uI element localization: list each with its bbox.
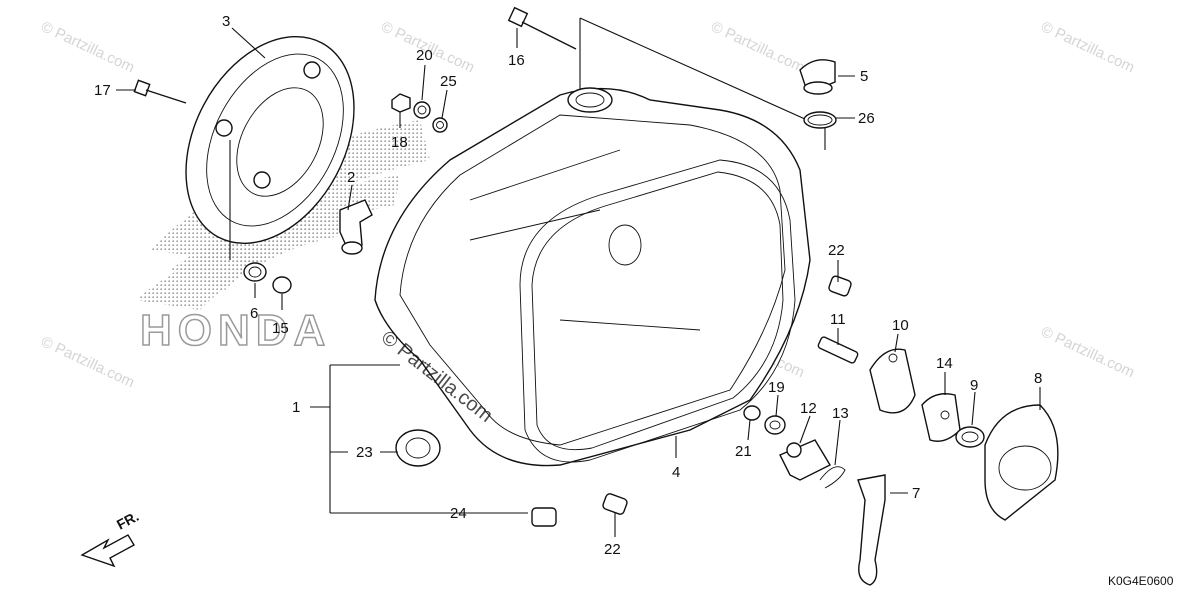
bolt-17 xyxy=(133,79,187,104)
callouts: 3 17 20 25 18 2 6 15 16 5 26 1 23 24 22 … xyxy=(94,13,1042,558)
front-direction-arrow: FR. xyxy=(80,508,141,568)
washer-19 xyxy=(764,415,786,435)
watermark: © Partzilla.com xyxy=(38,18,137,76)
nut-18-group xyxy=(391,93,448,133)
callout-2: 2 xyxy=(347,169,355,186)
plate-10 xyxy=(869,348,916,414)
callout-5: 5 xyxy=(860,68,868,85)
callout-22-upper: 22 xyxy=(828,242,845,259)
callout-17: 17 xyxy=(94,82,111,99)
callout-8: 8 xyxy=(1034,370,1042,387)
plate-14 xyxy=(921,393,961,442)
callout-3: 3 xyxy=(222,13,230,30)
dowel-6-15 xyxy=(243,262,292,294)
callout-6: 6 xyxy=(250,305,258,322)
crankcase-cover xyxy=(374,87,811,467)
cover-dish xyxy=(185,35,355,245)
oring-26 xyxy=(803,111,837,129)
callout-15: 15 xyxy=(272,320,289,337)
watermark: © Partzilla.com xyxy=(1038,323,1137,381)
gasket-4 xyxy=(519,159,796,463)
callout-26: 26 xyxy=(858,110,875,127)
washer-21 xyxy=(743,405,761,421)
leader-lines xyxy=(116,27,1041,537)
clip-13 xyxy=(819,466,846,489)
callout-14: 14 xyxy=(936,355,953,372)
arm-7 xyxy=(857,474,886,586)
callout-24: 24 xyxy=(450,505,467,522)
callout-11: 11 xyxy=(830,311,846,328)
diagram-code: K0G4E0600 xyxy=(1108,574,1174,588)
callout-25: 25 xyxy=(440,73,457,90)
bearing-23 xyxy=(395,429,441,467)
callout-10: 10 xyxy=(892,317,909,334)
watermark: © Partzilla.com xyxy=(38,333,137,391)
watermark: © Partzilla.com xyxy=(1038,18,1137,76)
callout-21: 21 xyxy=(735,443,752,460)
callout-1: 1 xyxy=(292,399,300,416)
cap-8 xyxy=(984,404,1059,521)
spring-9 xyxy=(955,426,985,448)
stud-11 xyxy=(817,336,859,364)
callout-20: 20 xyxy=(416,47,433,64)
callout-19: 19 xyxy=(768,379,785,396)
callout-9: 9 xyxy=(970,377,978,394)
front-label: FR. xyxy=(114,508,141,533)
dowel-pin-22-lower xyxy=(602,493,628,515)
callout-13: 13 xyxy=(832,405,849,422)
dowel-pin-22-upper xyxy=(828,275,852,297)
plug-5 xyxy=(799,59,836,95)
bushing-24 xyxy=(531,507,557,527)
callout-23: 23 xyxy=(356,444,373,461)
watermark: © Partzilla.com xyxy=(708,18,807,76)
callout-12: 12 xyxy=(800,400,817,417)
gear-12 xyxy=(779,439,831,481)
callout-7: 7 xyxy=(912,485,920,502)
callout-22-lower: 22 xyxy=(604,541,621,558)
grommet-2 xyxy=(339,199,373,255)
logo-text: HONDA xyxy=(140,306,331,355)
callout-4: 4 xyxy=(672,464,680,481)
bolt-16 xyxy=(507,6,577,50)
callout-18: 18 xyxy=(391,134,408,151)
callout-16: 16 xyxy=(508,52,525,69)
